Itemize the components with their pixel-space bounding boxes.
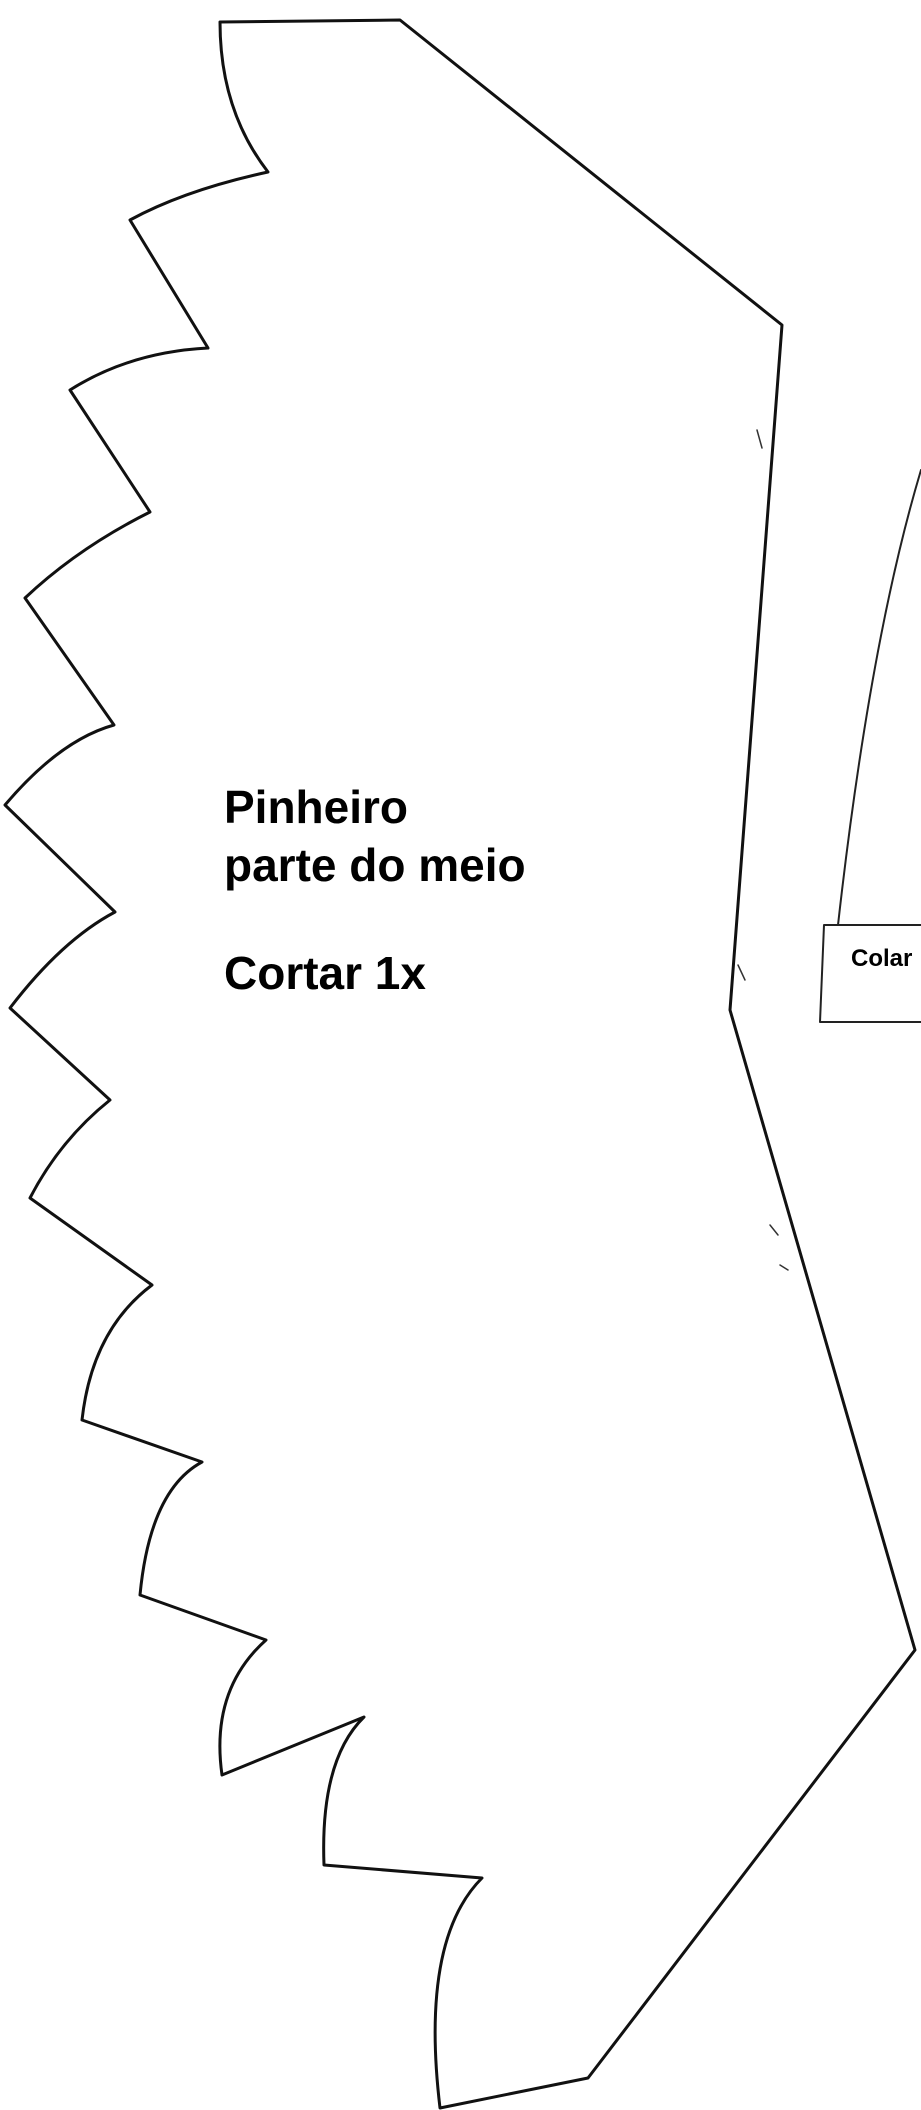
glue-tab-label: Colar [851,945,913,972]
cut-instruction: Cortar 1x [224,947,426,999]
tick-mark [769,1224,779,1236]
template-subtitle: parte do meio [224,839,526,891]
template-label: Pinheiro parte do meio Cortar 1x [224,778,526,1002]
adjacent-piece-edge [837,469,921,926]
tick-mark [737,964,746,981]
tick-mark [779,1264,789,1271]
cut-outline [3,18,917,2110]
tick-mark [756,429,763,449]
label-spacer [224,894,526,944]
glue-tab-outline [819,924,921,1023]
template-title: Pinheiro [224,781,409,833]
